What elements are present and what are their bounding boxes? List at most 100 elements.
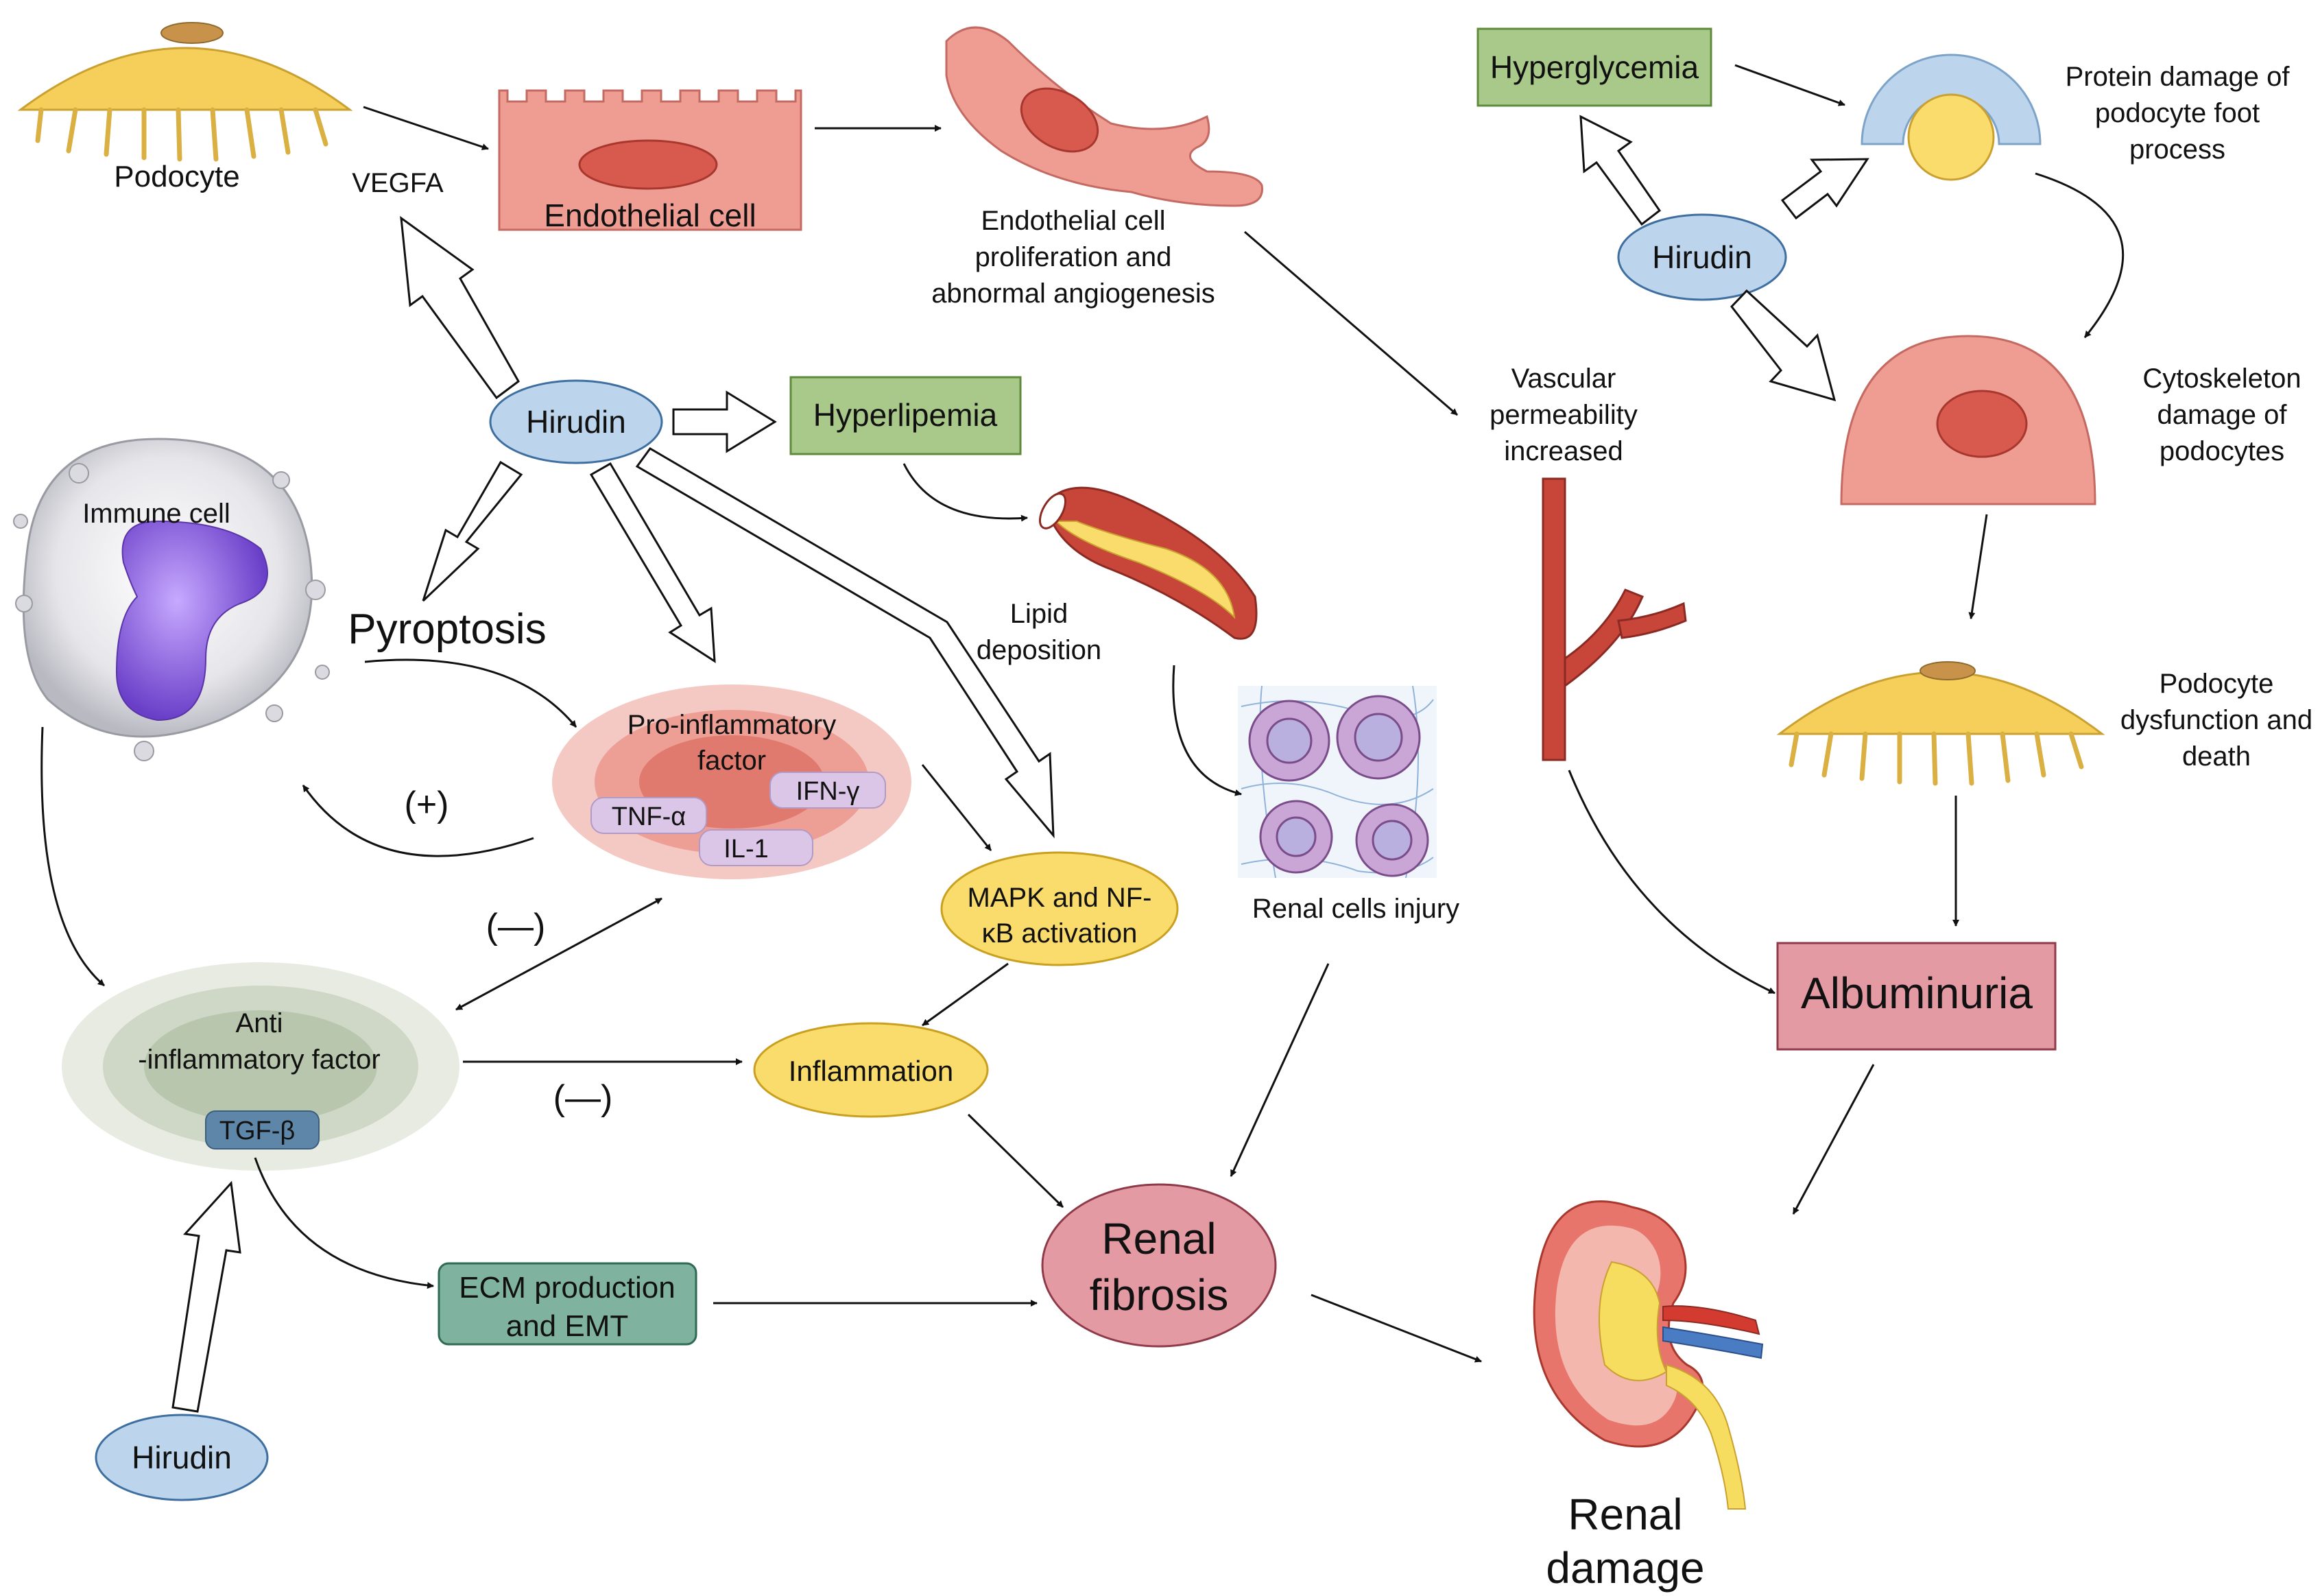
cytoskeleton-label-line1: Cytoskeleton — [2142, 364, 2301, 394]
negative-effect-label-2: (—) — [553, 1078, 613, 1118]
endothelial-cell-illustration — [498, 89, 802, 231]
protein-damage-label-line2: podocyte foot — [2095, 98, 2260, 128]
podocyte-illustration — [17, 22, 353, 162]
arrow-renal-cells-to-renal-fibrosis — [1230, 963, 1330, 1177]
endothelial-cell-label: Endothelial cell — [544, 198, 756, 233]
ecm-label-line2: and EMT — [506, 1309, 629, 1343]
ecm-label-line1: ECM production — [459, 1271, 675, 1305]
il1-label: IL-1 — [723, 835, 768, 863]
arrow-pyroptosis-to-pro-inflammatory — [364, 658, 577, 728]
hollow-arrow-hirudin-to-tgf — [171, 1180, 241, 1413]
endothelial-proliferation-label-line3: abnormal angiogenesis — [931, 278, 1215, 309]
cytoskeleton-label-line2: damage of — [2157, 400, 2287, 430]
hollow-arrow-hirudin-to-protein-damage — [1780, 158, 1869, 220]
hirudin-node-bottom: Hirudin — [95, 1414, 269, 1501]
anti-inflammatory-factor-node: Anti -inflammatory factor TGF-β — [62, 962, 459, 1171]
hirudin-label: Hirudin — [132, 1440, 232, 1475]
arrow-vessel-to-albuminuria — [1568, 770, 1775, 994]
immune-cell-illustration — [13, 438, 330, 761]
kidney-illustration — [1533, 1200, 1764, 1510]
podocyte-dysfunction-label-line3: death — [2182, 741, 2251, 772]
arrow-pro-inflammatory-to-immune-cell — [302, 785, 534, 857]
endothelial-proliferation-label-line2: proliferation and — [975, 242, 1172, 272]
arrow-renal-fibrosis-to-kidney — [1311, 1294, 1482, 1363]
arrow-lipid-vessel-to-renal-cells — [1172, 665, 1242, 796]
albuminuria-label: Albuminuria — [1801, 968, 2033, 1018]
pro-inflammatory-label-line1: Pro-inflammatory — [627, 710, 837, 740]
hirudin-label: Hirudin — [526, 404, 626, 440]
hollow-arrow-hirudin-to-mapk — [635, 447, 1055, 839]
hirudin-node-top-right: Hirudin — [1617, 213, 1787, 301]
cytoskeleton-label-line3: podocytes — [2160, 436, 2284, 466]
renal-fibrosis-node: Renal fibrosis — [1041, 1183, 1277, 1348]
lipid-deposition-label-line1: Lipid — [1010, 599, 1068, 629]
albuminuria-box: Albuminuria — [1776, 942, 2057, 1051]
hollow-arrow-hirudin-to-hyperglycemia — [1579, 115, 1662, 226]
podocyte-dysfunction-label-line2: dysfunction and — [2120, 705, 2312, 735]
tgf-beta-label: TGF-β — [219, 1117, 296, 1145]
hollow-arrow-hirudin-to-vegfa — [400, 215, 520, 400]
pro-inflammatory-label-line2: factor — [697, 746, 766, 776]
hollow-arrow-hirudin-to-pyroptosis — [422, 460, 523, 602]
proliferating-endothelial-cell-illustration — [945, 26, 1263, 207]
pro-inflammatory-factor-node: Pro-inflammatory factor IFN-γ TNF-α IL-1 — [552, 684, 911, 879]
renal-damage-label-line1: Renal — [1568, 1490, 1682, 1539]
podocyte-label: Podocyte — [114, 160, 239, 193]
hirudin-label: Hirudin — [1652, 239, 1752, 275]
protein-damage-label-line1: Protein damage of — [2066, 62, 2291, 92]
arrow-mapk-to-inflammation — [922, 962, 1009, 1027]
podocyte-dysfunction-illustration — [1776, 661, 2105, 786]
mapk-label-line1: MAPK and NF- — [968, 883, 1152, 913]
arrow-proliferation-to-permeability — [1244, 230, 1458, 416]
arrow-tgf-to-ecm — [254, 1157, 434, 1289]
arrow-hyperlipemia-to-lipid-vessel — [902, 463, 1028, 522]
tnf-alpha-label: TNF-α — [612, 802, 686, 831]
vascular-permeability-label-line3: increased — [1504, 436, 1623, 466]
arrow-protein-damage-to-cytoskeleton — [2035, 172, 2125, 338]
vascular-permeability-label-line2: permeability — [1490, 400, 1638, 430]
renal-cells-injury-label: Renal cells injury — [1252, 894, 1459, 924]
blood-vessel-illustration — [1542, 477, 1687, 761]
inflammation-label: Inflammation — [789, 1055, 953, 1087]
hyperlipemia-box: Hyperlipemia — [789, 376, 1022, 455]
hyperglycemia-label: Hyperglycemia — [1490, 49, 1699, 85]
ecm-emt-box: ECM production and EMT — [438, 1262, 697, 1346]
anti-inflammatory-label-line2: -inflammatory factor — [138, 1045, 380, 1075]
renal-fibrosis-label-line2: fibrosis — [1090, 1270, 1229, 1320]
arrow-immune-cell-to-anti-inflammatory — [40, 726, 105, 987]
arrow-pro-inflammatory-to-mapk — [921, 764, 992, 851]
immune-cell-label: Immune cell — [82, 499, 230, 529]
double-arrow-anti-and-pro-inflammatory — [455, 897, 662, 1011]
lipid-deposition-label-line2: deposition — [977, 635, 1101, 665]
positive-effect-label: (+) — [405, 785, 449, 824]
podocyte-dysfunction-label-line1: Podocyte — [2160, 669, 2274, 699]
hollow-arrow-hirudin-to-hyperlipemia — [672, 390, 777, 453]
negative-effect-label-1: (—) — [486, 907, 546, 946]
renal-cells-illustration — [1238, 685, 1437, 879]
arrow-albuminuria-to-kidney — [1792, 1064, 1875, 1215]
pyroptosis-label: Pyroptosis — [348, 606, 546, 653]
podocyte-cell-illustration — [1840, 335, 2096, 505]
vascular-permeability-label-line1: Vascular — [1511, 364, 1616, 394]
hollow-arrow-hirudin-to-pro-inflammatory — [589, 462, 716, 663]
hyperlipemia-label: Hyperlipemia — [813, 397, 998, 433]
hyperglycemia-box: Hyperglycemia — [1476, 27, 1712, 107]
endothelial-proliferation-label-line1: Endothelial cell — [981, 206, 1165, 236]
arrow-podocyte-to-endothelial — [363, 106, 489, 150]
vegfa-label: VEGFA — [352, 168, 444, 198]
arrow-inflammation-to-renal-fibrosis — [967, 1113, 1064, 1208]
protein-damage-label-line3: process — [2129, 134, 2225, 165]
hollow-arrow-hirudin-to-cytoskeleton — [1730, 289, 1837, 402]
hirudin-node-center: Hirudin — [489, 379, 663, 464]
ifn-gamma-label: IFN-γ — [796, 777, 860, 806]
arrow-cytoskeleton-to-podocyte-dysfunction — [1968, 514, 1988, 619]
mapk-nfkb-activation-node: MAPK and NF- κB activation — [940, 851, 1179, 966]
arrow-hyperglycemia-to-protein-damage — [1734, 64, 1845, 106]
anti-inflammatory-label-line1: Anti — [236, 1008, 283, 1038]
inflammation-node: Inflammation — [753, 1022, 989, 1118]
renal-damage-label-line2: damage — [1546, 1543, 1704, 1593]
renal-fibrosis-label-line1: Renal — [1101, 1214, 1216, 1263]
foot-process-protein-illustration — [1861, 53, 2042, 181]
lipid-vessel-illustration — [1038, 486, 1258, 640]
